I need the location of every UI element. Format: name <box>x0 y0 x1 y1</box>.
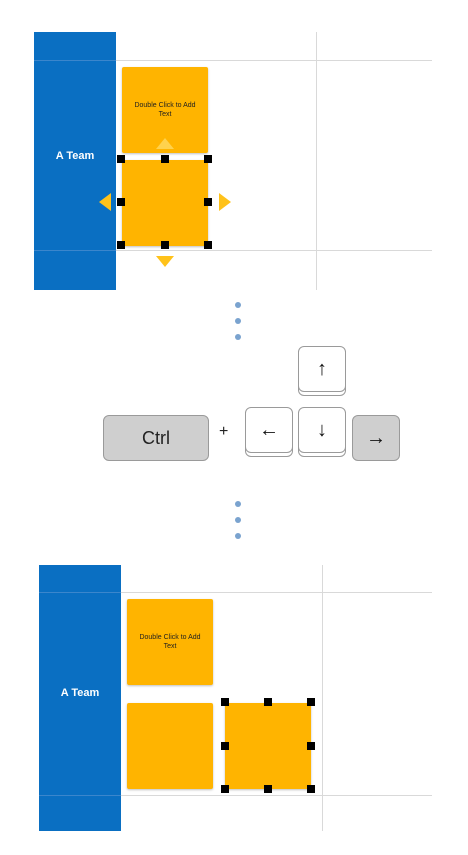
arrow-right-key-highlighted[interactable]: → <box>352 415 400 461</box>
resize-handle-bottom-left[interactable] <box>117 241 125 249</box>
grid-line-top <box>116 60 432 61</box>
resize-handle-top-left[interactable] <box>117 155 125 163</box>
arrow-down-icon: ↓ <box>317 419 327 441</box>
connector-dot <box>235 517 241 523</box>
add-note-down-arrow-icon[interactable] <box>156 256 174 267</box>
sticky-note[interactable]: Double Click to Add Text <box>127 599 213 685</box>
resize-handle-top-left[interactable] <box>221 698 229 706</box>
resize-handle-bottom-right[interactable] <box>307 785 315 793</box>
arrow-right-icon: → <box>366 427 386 449</box>
lane-header-top-divider <box>39 592 121 593</box>
add-note-right-arrow-icon[interactable] <box>219 193 231 211</box>
resize-handle-top[interactable] <box>264 698 272 706</box>
resize-handle-left[interactable] <box>117 198 125 206</box>
add-note-up-arrow-icon[interactable] <box>156 138 174 149</box>
add-note-left-arrow-icon[interactable] <box>99 193 111 211</box>
arrow-down-key[interactable]: ↓ <box>298 407 346 453</box>
arrow-left-icon: ← <box>259 419 279 441</box>
resize-handle-bottom[interactable] <box>264 785 272 793</box>
bottom-swimlane-board: A Team Double Click to Add Text <box>0 560 468 835</box>
sticky-note-text: Double Click to Add Text <box>134 102 196 118</box>
resize-handle-top[interactable] <box>161 155 169 163</box>
grid-line-bottom <box>121 795 432 796</box>
grid-line-bottom <box>116 250 432 251</box>
connector-dot <box>235 302 241 308</box>
connector-dot <box>235 318 241 324</box>
resize-handle-bottom-left[interactable] <box>221 785 229 793</box>
lane-label: A Team <box>55 150 95 162</box>
lane-header[interactable] <box>34 32 116 290</box>
lane-header-bottom-divider <box>39 795 121 796</box>
ctrl-key[interactable]: Ctrl <box>103 415 209 461</box>
grid-line-top <box>121 592 432 593</box>
keyboard-shortcut: Ctrl + ↑ ← ↓ → <box>0 340 468 470</box>
lane-label: A Team <box>60 687 100 699</box>
resize-handle-right[interactable] <box>307 742 315 750</box>
arrow-up-icon: ↑ <box>317 358 327 380</box>
plus-sign: + <box>219 423 229 440</box>
top-swimlane-board: A Team Double Click to Add Text <box>0 0 468 295</box>
resize-handle-top-right[interactable] <box>204 155 212 163</box>
connector-dot <box>235 501 241 507</box>
resize-handle-top-right[interactable] <box>307 698 315 706</box>
connector-dot <box>235 533 241 539</box>
lane-header[interactable] <box>39 565 121 831</box>
arrow-up-key[interactable]: ↑ <box>298 346 346 392</box>
resize-handle-left[interactable] <box>221 742 229 750</box>
ctrl-key-label: Ctrl <box>142 427 170 448</box>
lane-header-top-divider <box>34 60 116 61</box>
resize-handle-bottom[interactable] <box>161 241 169 249</box>
sticky-note[interactable]: Double Click to Add Text <box>122 67 208 153</box>
grid-line-column <box>322 565 323 831</box>
lane-header-bottom-divider <box>34 250 116 251</box>
connector-dot <box>235 334 241 340</box>
selected-sticky-note[interactable] <box>225 703 311 789</box>
selected-sticky-note[interactable] <box>122 160 208 246</box>
resize-handle-right[interactable] <box>204 198 212 206</box>
resize-handle-bottom-right[interactable] <box>204 241 212 249</box>
sticky-note[interactable] <box>127 703 213 789</box>
arrow-left-key[interactable]: ← <box>245 407 293 453</box>
sticky-note-text: Double Click to Add Text <box>139 634 201 650</box>
grid-line-column <box>316 32 317 290</box>
